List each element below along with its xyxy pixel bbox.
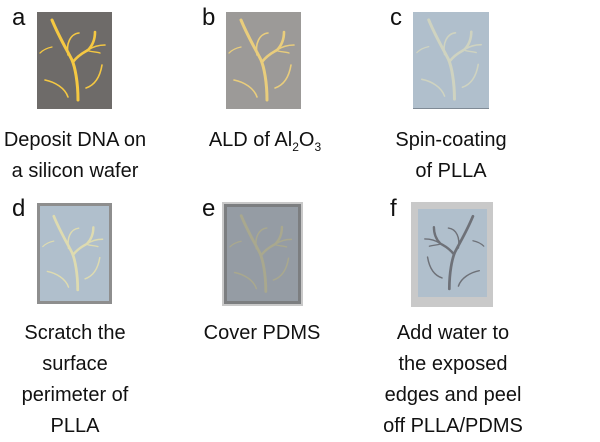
caption-line: Spin-coating [395, 129, 507, 151]
dna-network-icon [40, 206, 109, 301]
panel-e-pdms-cover [222, 202, 303, 306]
caption-line: off PLLA/PDMS [383, 415, 523, 437]
caption-line: PLLA [50, 415, 100, 437]
caption-line: Add water to [396, 322, 510, 344]
panel-d-letter: d [12, 195, 26, 222]
caption-subscript: 3 [314, 140, 322, 154]
panel-a-letter: a [12, 4, 26, 31]
caption-line: perimeter of [21, 384, 129, 406]
caption-line: Cover PDMS [203, 322, 321, 344]
panel-e-caption: Cover PDMS [167, 318, 357, 349]
caption-subscript: 2 [292, 140, 299, 154]
caption-line: Deposit DNA on [3, 129, 147, 151]
panel-b-ald-coated [226, 12, 301, 109]
panel-a-silicon-wafer [37, 12, 112, 109]
panel-a-caption: Deposit DNA on a silicon wafer [0, 125, 170, 187]
dna-network-icon [37, 12, 112, 109]
caption-text: ALD of Al [208, 129, 293, 151]
panel-b-letter: b [202, 4, 216, 31]
panel-e-letter: e [202, 195, 216, 222]
dna-network-icon [413, 12, 489, 108]
panel-c-letter: c [390, 4, 402, 31]
panel-d-caption: Scratch the surface perimeter of PLLA [0, 318, 170, 442]
caption-line: surface [42, 353, 108, 375]
panel-f-letter: f [390, 195, 397, 222]
caption-line: a silicon wafer [11, 160, 139, 182]
panel-d-scratched [37, 203, 112, 304]
panel-f-peeled [411, 202, 493, 307]
panel-f-caption: Add water to the exposed edges and peel … [358, 318, 548, 442]
dna-network-icon [227, 207, 298, 301]
caption-line: Scratch the [24, 322, 126, 344]
caption-line: edges and peel [384, 384, 522, 406]
caption-line: the exposed [398, 353, 508, 375]
dna-network-icon [418, 209, 487, 297]
caption-line: of PLLA [415, 160, 487, 182]
caption-text: O [298, 129, 315, 151]
plla-pdms-film [418, 209, 487, 297]
panel-b-caption: ALD of Al2O3 [170, 125, 360, 156]
dna-network-icon [226, 12, 301, 109]
panel-c-plla-coated [413, 12, 489, 109]
panel-c-caption: Spin-coating of PLLA [356, 125, 546, 187]
pdms-layer [224, 204, 301, 304]
